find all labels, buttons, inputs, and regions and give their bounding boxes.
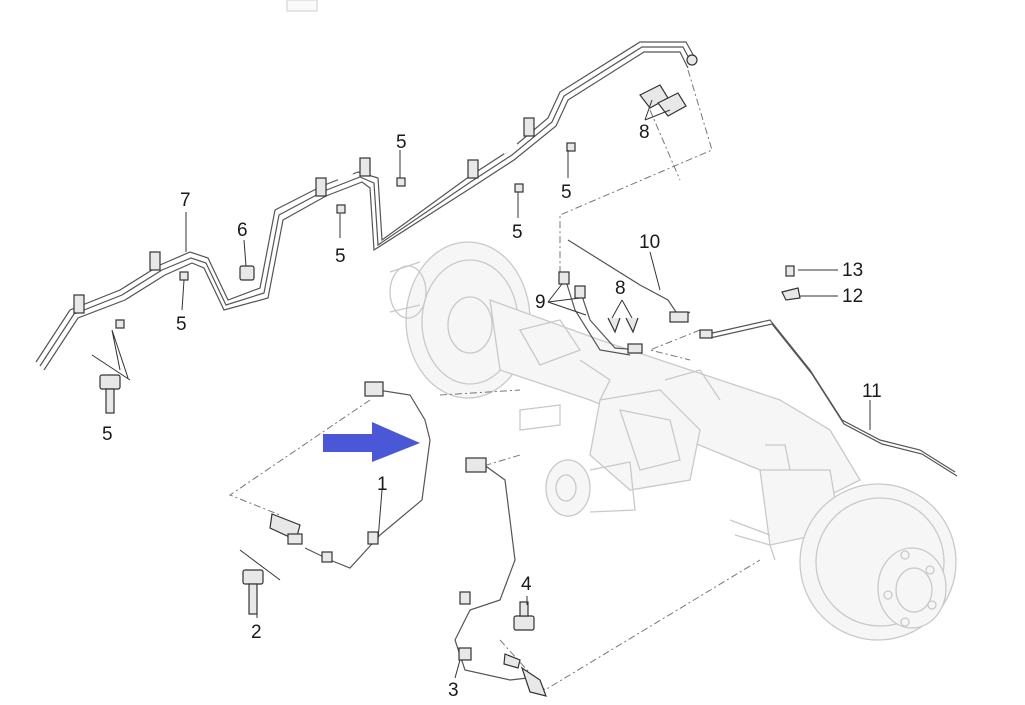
callout-7: 7	[180, 190, 191, 211]
sensor-connector	[364, 381, 384, 397]
callout-5: 5	[512, 222, 523, 243]
callout-1: 1	[377, 474, 388, 495]
axle-housing-ghost	[389, 241, 957, 641]
callout-13: 13	[842, 260, 863, 281]
assembly-guide-lines	[228, 69, 761, 691]
part-13	[785, 265, 795, 277]
leader-lines	[91, 99, 871, 679]
brake-hoses	[558, 239, 691, 356]
bolt-4	[513, 601, 535, 631]
callout-10: 10	[639, 232, 660, 253]
callout-5: 5	[561, 182, 572, 203]
blue-pointer-arrow	[323, 422, 420, 462]
pipe-clip	[359, 157, 371, 177]
pipe-clip	[467, 159, 479, 179]
pipe-clip	[315, 177, 327, 197]
callout-11: 11	[862, 381, 882, 402]
callout-2: 2	[251, 622, 262, 643]
callout-8: 8	[615, 278, 626, 299]
clip-8-top	[639, 84, 687, 117]
pinion-flange	[545, 459, 591, 517]
callout-8: 8	[639, 122, 650, 143]
brake-pipe-assembly	[35, 41, 698, 371]
callout-9: 9	[535, 292, 546, 313]
speed-sensor-3	[454, 457, 547, 697]
callout-5: 5	[335, 246, 346, 267]
part-12	[781, 287, 801, 301]
callout-5: 5	[176, 314, 187, 335]
callout-numbers: 5 5 5 5 5 5 7 6 8 8 9 10 11 12 13 1 2 3 …	[102, 122, 882, 701]
callout-5: 5	[102, 424, 113, 445]
top-edge-box	[286, 0, 318, 12]
callout-12: 12	[842, 286, 863, 307]
pipe-clip	[523, 117, 535, 137]
callout-5: 5	[396, 132, 407, 153]
axle-tube	[489, 299, 861, 501]
clip-block	[239, 265, 255, 281]
speed-sensor-1	[269, 381, 431, 569]
pipe-clip	[149, 251, 161, 271]
callout-4: 4	[521, 574, 532, 595]
fixing-screws	[99, 142, 576, 414]
callout-3: 3	[448, 680, 459, 701]
pipe-clip	[73, 294, 85, 314]
callout-6: 6	[237, 220, 248, 241]
pipe-fitting	[686, 54, 698, 66]
bolt-2	[242, 569, 264, 615]
bolt-5	[99, 374, 121, 390]
